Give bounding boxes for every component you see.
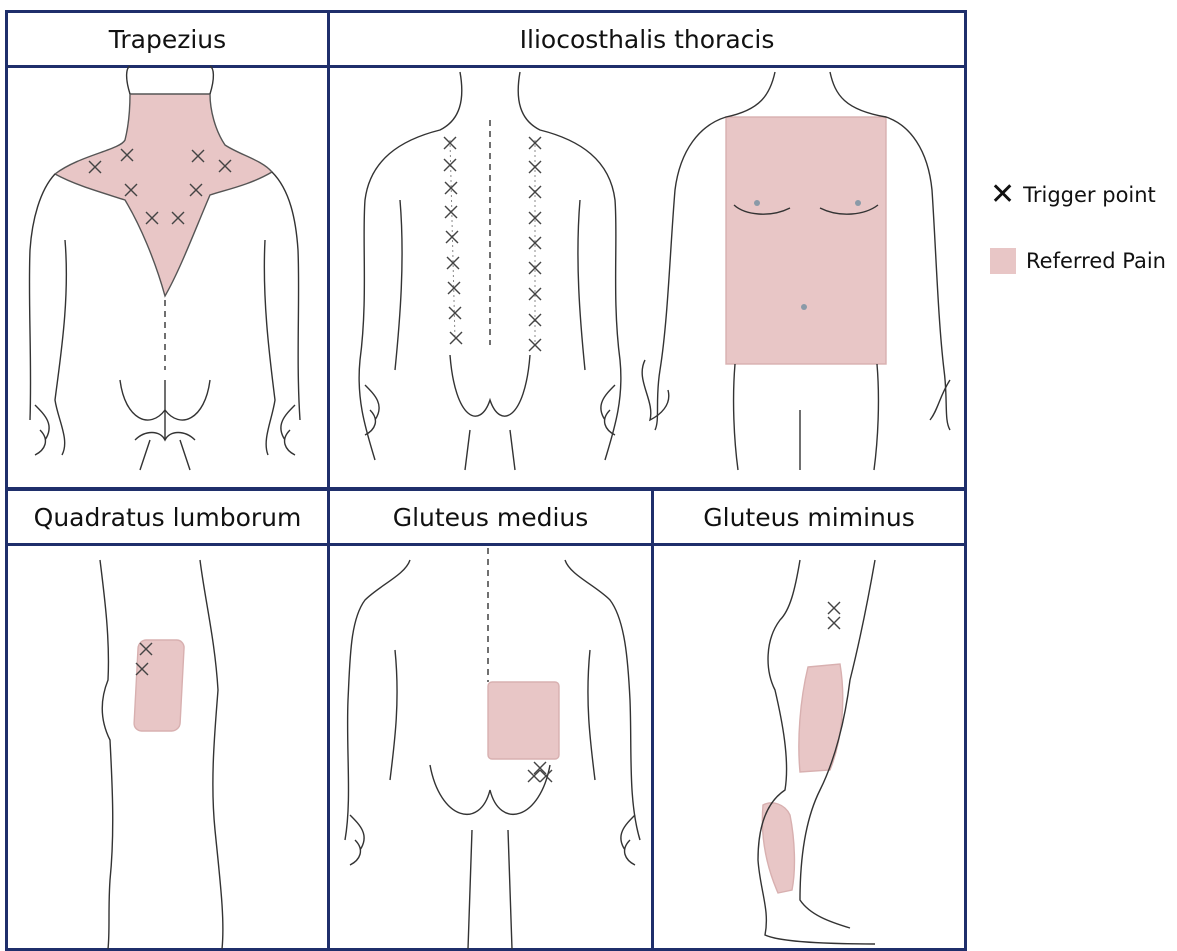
- quadratus-figure: [100, 560, 223, 949]
- gluteus-minimus-figure: [758, 560, 875, 944]
- trigger-point-icon: [828, 617, 840, 629]
- trigger-point-icon: [445, 182, 457, 194]
- gluteus-minimus-pain-area-thigh: [799, 664, 843, 772]
- trigger-point-icon: [444, 137, 456, 149]
- legend-trigger-label: Trigger point: [1023, 183, 1156, 207]
- trigger-point-icon: [828, 602, 840, 614]
- iliocostalis-pain-area: [726, 117, 886, 364]
- iliocostalis-front-figure: [642, 72, 950, 470]
- trigger-point-icon: [529, 212, 541, 224]
- gluteus-medius-figure: [345, 548, 640, 949]
- trigger-point-icon: [445, 206, 457, 218]
- gluteus-medius-pain-area: [488, 682, 559, 759]
- trigger-point-icon: [447, 257, 459, 269]
- trigger-point-icon: [534, 762, 546, 774]
- iliocostalis-back-trigger-points: [444, 137, 541, 351]
- gluteus-minimus-pain-area-calf: [762, 803, 794, 893]
- trigger-point-icon: [529, 288, 541, 300]
- legend-trigger-point: ✕ Trigger point: [990, 180, 1156, 210]
- trigger-point-icon: [529, 237, 541, 249]
- trigger-point-icon: [448, 282, 460, 294]
- gluteus-minimus-trigger-points: [828, 602, 840, 629]
- iliocostalis-back-figure: [359, 72, 621, 470]
- trapezius-figure: [29, 66, 300, 470]
- trigger-point-icon: [449, 307, 461, 319]
- legend-pain-label: Referred Pain: [1026, 249, 1166, 273]
- trigger-point-icon: [450, 332, 462, 344]
- trigger-point-icon: [529, 262, 541, 274]
- trigger-point-icon: [444, 159, 456, 171]
- trapezius-pain-area: [55, 94, 272, 296]
- trigger-point-icon: ✕: [990, 180, 1015, 210]
- legend-referred-pain: Referred Pain: [990, 248, 1166, 274]
- trigger-point-icon: [529, 137, 541, 149]
- trigger-point-icon: [446, 231, 458, 243]
- trigger-point-icon: [528, 770, 540, 782]
- referred-pain-swatch: [990, 248, 1016, 274]
